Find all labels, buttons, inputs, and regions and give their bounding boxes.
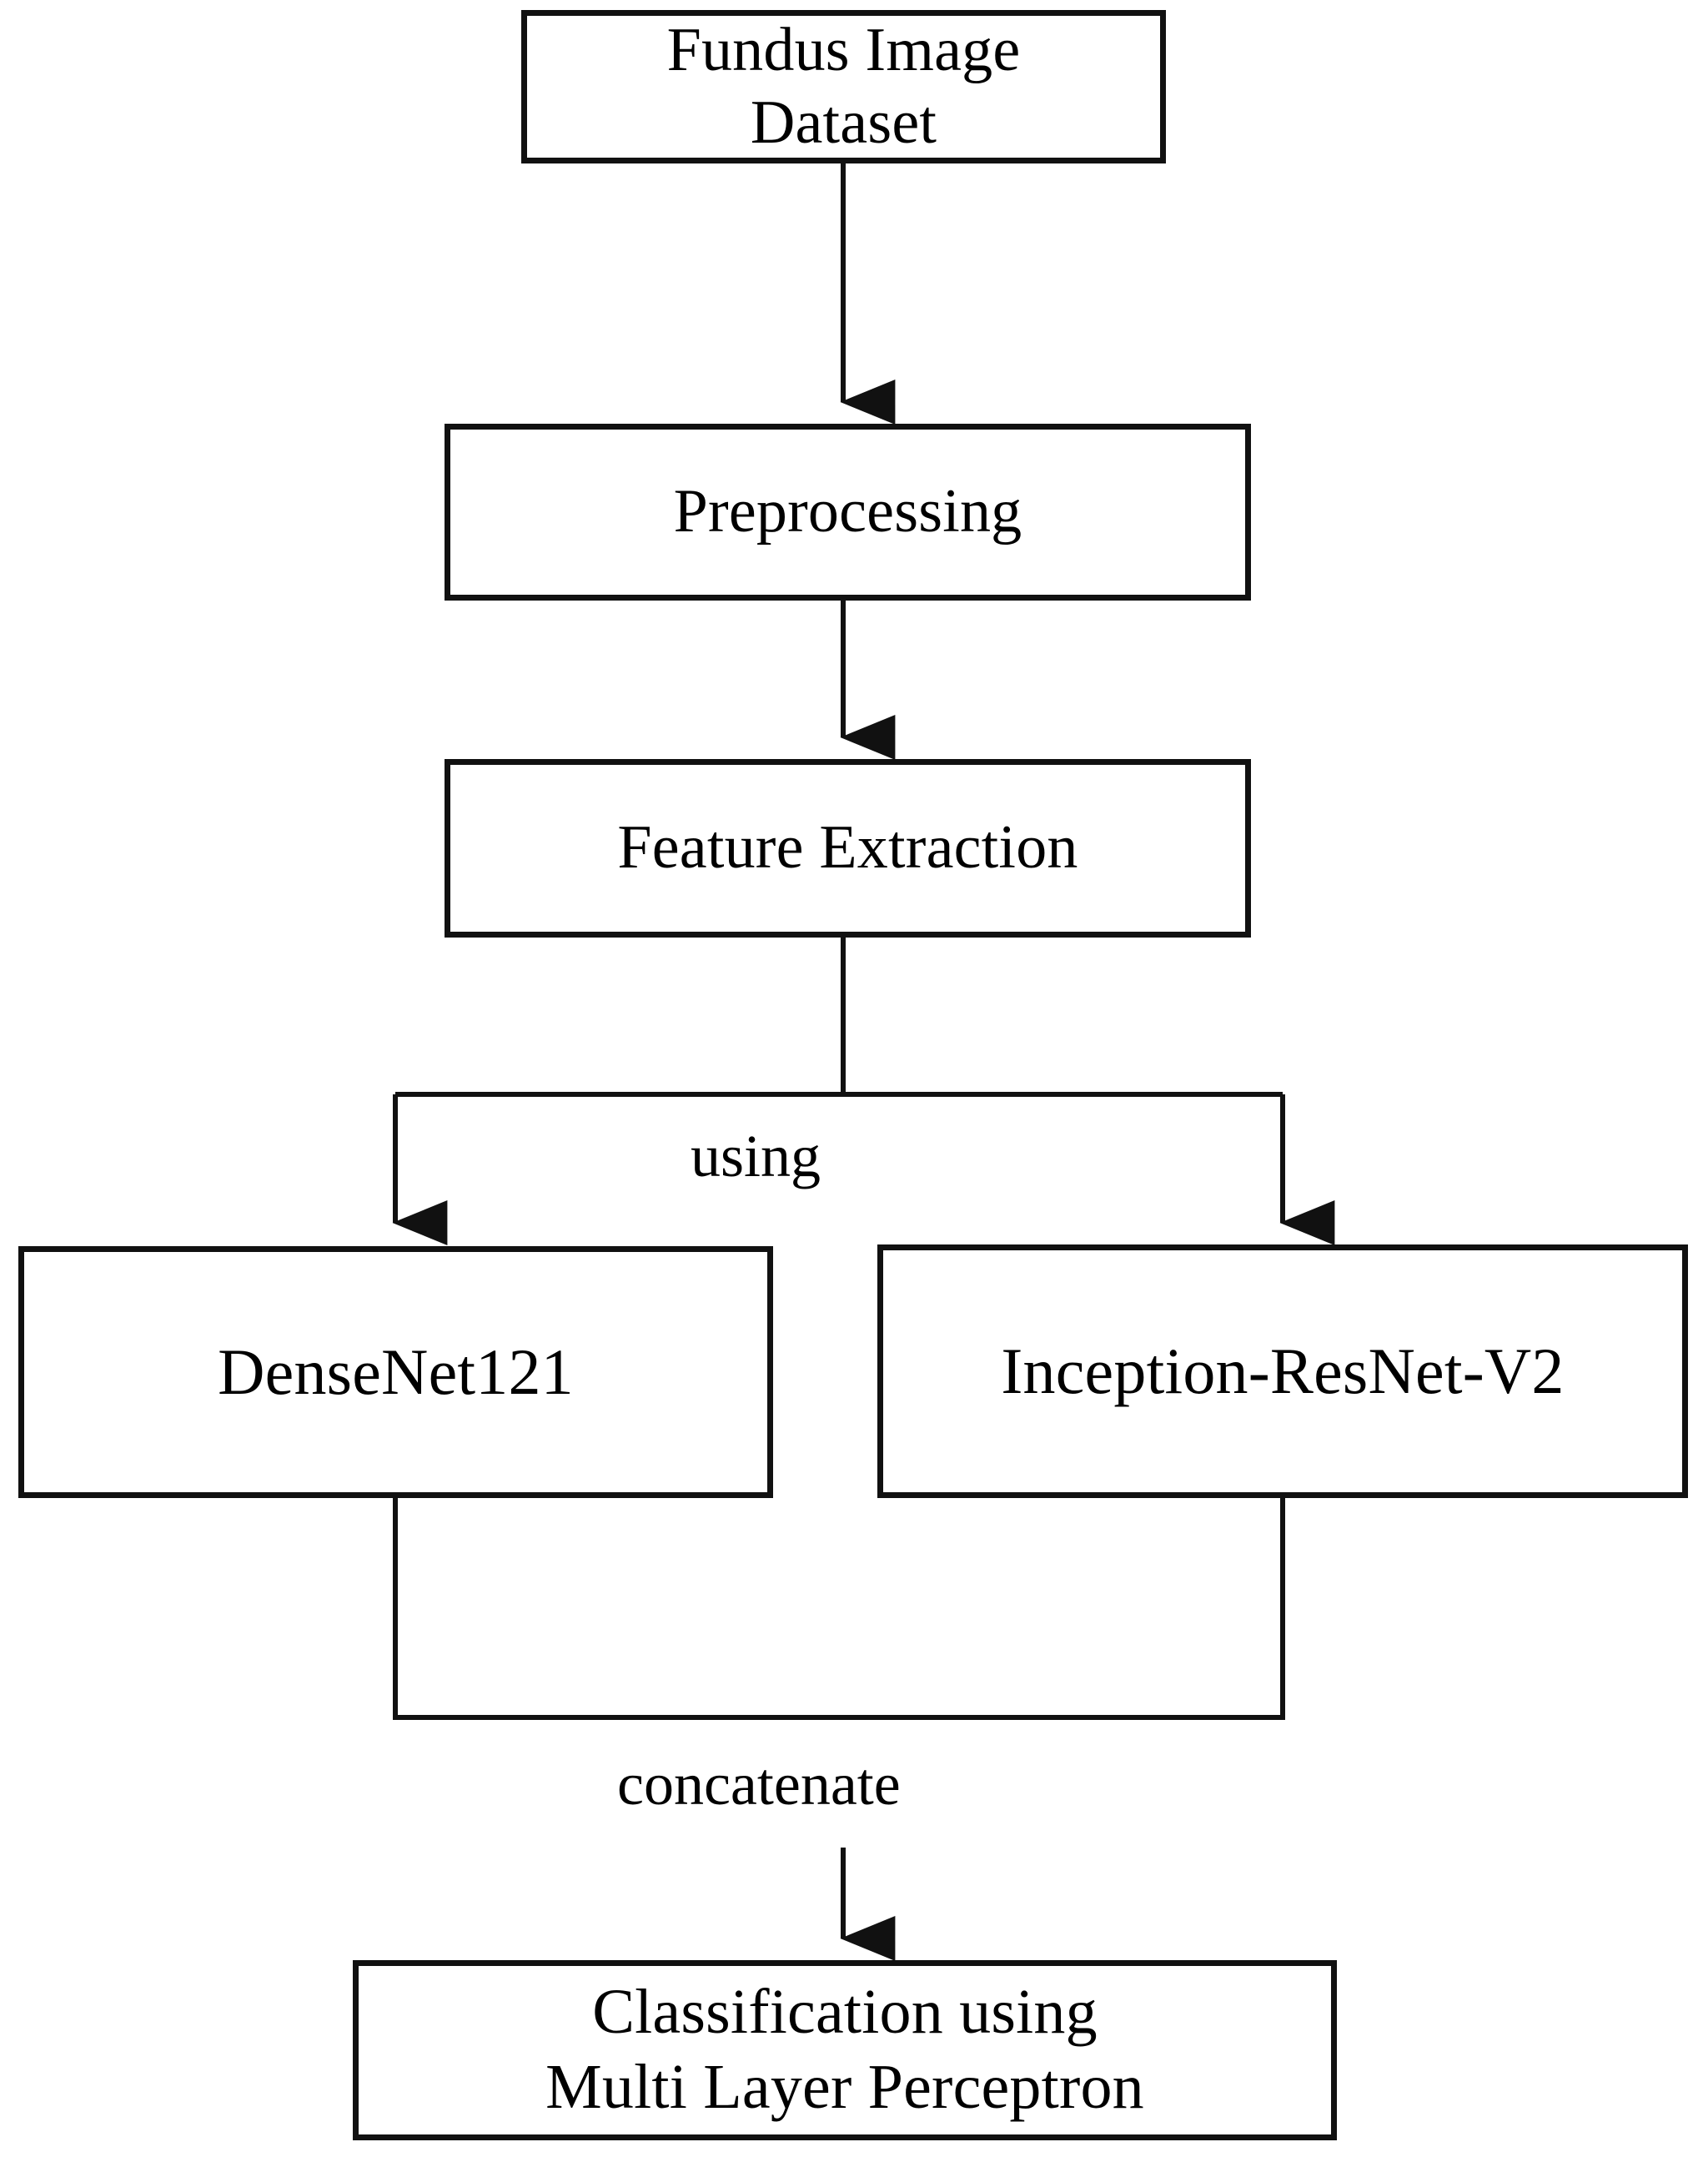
edge-label-concatenate: concatenate — [617, 1751, 901, 1818]
node-inception-resnet-v2[interactable]: Inception-ResNet-V2 — [877, 1244, 1688, 1498]
node-label: Fundus Image Dataset — [666, 15, 1021, 157]
node-fundus-image-dataset[interactable]: Fundus Image Dataset — [521, 10, 1166, 163]
node-label: DenseNet121 — [218, 1335, 574, 1408]
node-classification-mlp[interactable]: Classification using Multi Layer Percept… — [353, 1960, 1337, 2140]
node-label: Classification using Multi Layer Percept… — [545, 1977, 1144, 2122]
node-label: Preprocessing — [673, 477, 1022, 546]
node-preprocessing[interactable]: Preprocessing — [445, 424, 1251, 601]
node-label: Inception-ResNet-V2 — [1001, 1334, 1565, 1407]
node-label: Feature Extraction — [617, 813, 1078, 882]
node-densenet121[interactable]: DenseNet121 — [18, 1246, 773, 1498]
edge-label-using: using — [691, 1123, 821, 1189]
node-feature-extraction[interactable]: Feature Extraction — [445, 759, 1251, 938]
